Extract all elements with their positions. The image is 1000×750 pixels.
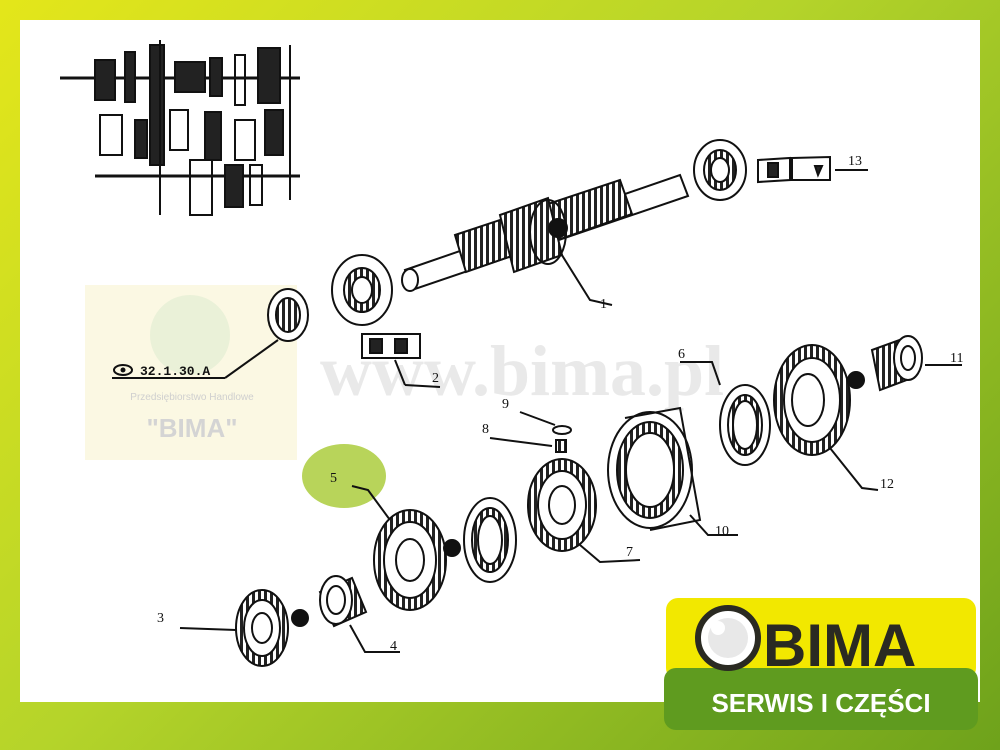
part-2-bearing[interactable] (331, 254, 441, 388)
synchro-ring[interactable] (463, 497, 517, 583)
watermark-company-line: Przedsiębiorstwo Handlowe (130, 392, 254, 403)
bima-logo-badge: BIMA SERWIS I CZĘŚCI (664, 598, 978, 730)
part-label-6: 6 (678, 347, 685, 362)
part-1-main-shaft[interactable] (401, 173, 690, 306)
eye-icon (113, 364, 133, 376)
part-12-gear[interactable] (773, 344, 879, 491)
part-3-gear[interactable] (179, 589, 309, 667)
part-8-9-pin-and-ring[interactable] (489, 411, 572, 453)
part-6-synchro-ring[interactable] (680, 361, 771, 466)
logo-tagline: SERWIS I CZĘŚCI (711, 688, 930, 718)
part-5-highlight (302, 444, 386, 508)
part-label-10: 10 (715, 524, 729, 539)
part-7-synchro-hub[interactable] (527, 458, 641, 564)
part-label-2: 2 (432, 371, 439, 386)
part-13-bearing[interactable] (693, 139, 868, 201)
part-label-7: 7 (626, 545, 633, 560)
part-label-9: 9 (502, 397, 509, 412)
part-label-1: 1 (600, 297, 607, 312)
watermark-company-box: Przedsiębiorstwo Handlowe "BIMA" (85, 285, 297, 460)
needle-bearing[interactable] (112, 288, 309, 379)
part-label-11: 11 (950, 351, 963, 366)
part-label-3: 3 (157, 611, 164, 626)
gearbox-schematic-thumbnail (60, 40, 300, 216)
watermark-company-name: "BIMA" (146, 413, 237, 443)
part-label-12: 12 (880, 477, 894, 492)
part-label-8: 8 (482, 422, 489, 437)
part-11-bushing[interactable] (870, 335, 962, 392)
part-4-needle-bearing[interactable] (318, 575, 400, 653)
part-10-sliding-sleeve[interactable] (607, 406, 738, 536)
part-label-4: 4 (390, 639, 397, 654)
logo-brand: BIMA (763, 612, 916, 679)
reference-annotation: 32.1.30.A (113, 364, 210, 379)
reference-number: 32.1.30.A (140, 364, 210, 379)
part-5-gear[interactable] (351, 485, 461, 611)
part-label-5: 5 (330, 471, 337, 486)
part-label-13: 13 (848, 154, 862, 169)
